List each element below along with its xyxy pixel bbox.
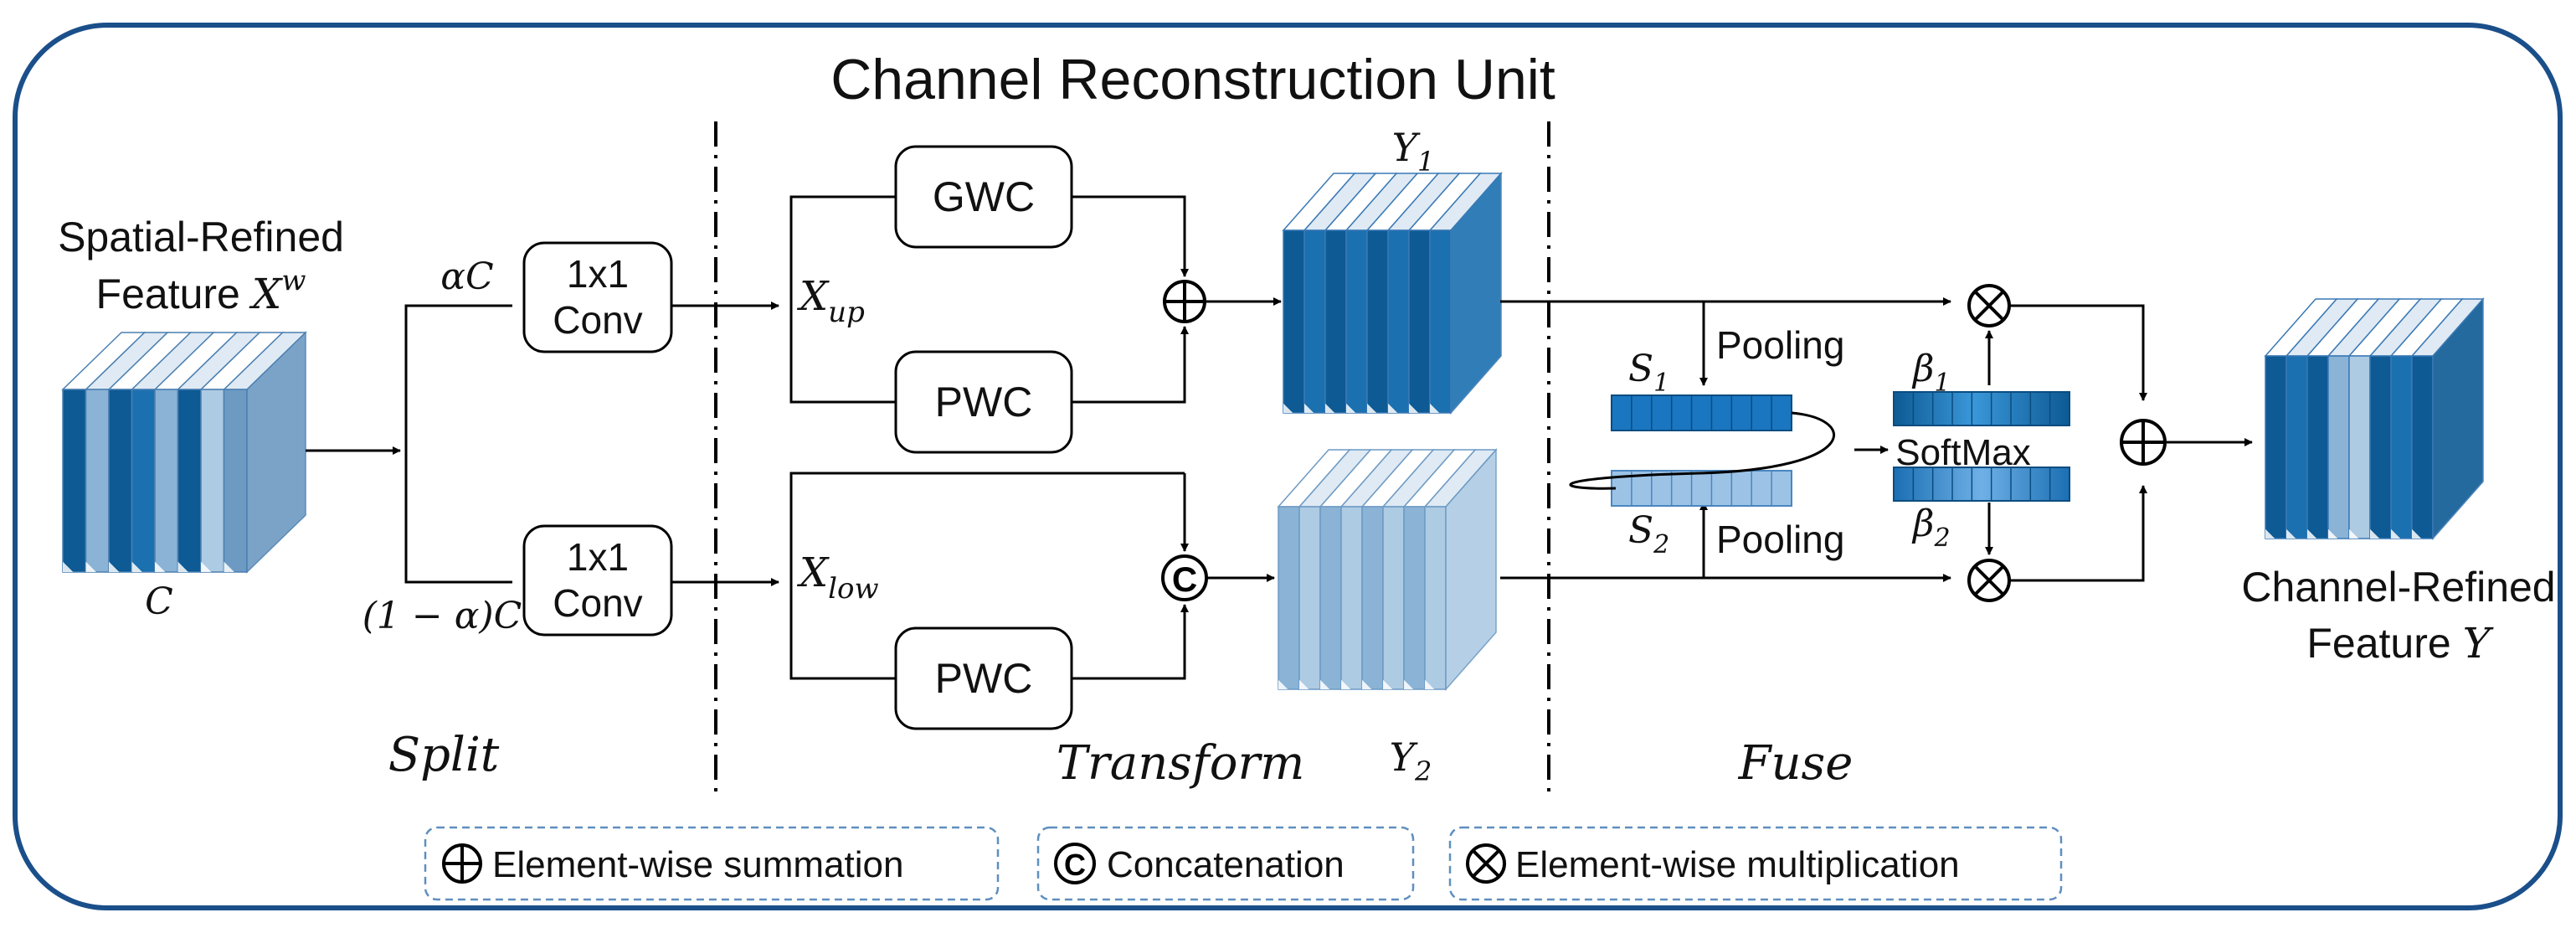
pwc-lower-label: PWC <box>935 655 1033 702</box>
section-label-transform: Transform <box>1057 736 1305 791</box>
upper-branch-wire <box>789 195 896 404</box>
pwc-to-concat-wire <box>1072 604 1189 680</box>
gwc-label: GWC <box>933 173 1035 220</box>
legend-box-concatenation <box>1036 826 1415 901</box>
x-up-label: Xup <box>796 273 865 329</box>
sum-symbol-upper <box>1163 280 1206 323</box>
conv-lower-line2: Conv <box>553 581 642 625</box>
conv-lower-line1: 1x1 <box>567 535 629 579</box>
softmax-label: SoftMax <box>1895 432 2030 473</box>
legend-box-multiplication <box>1448 826 2063 901</box>
y2-feature-cube <box>1277 448 1498 691</box>
y2-label: Y2 <box>1390 735 1432 787</box>
beta2-label: β2 <box>1911 503 1951 553</box>
legend-multiplication-label: Element-wise multiplication <box>1515 844 1960 885</box>
gwc-to-sum-wire <box>1072 195 1189 277</box>
legend-box-summation <box>424 826 1000 901</box>
svg-text:C: C <box>1172 559 1197 599</box>
svg-text:C: C <box>1064 848 1086 882</box>
input-label-line1: Spatial-Refined <box>58 214 344 260</box>
beta1-vector <box>1893 391 2070 426</box>
output-label-line2: Feature Y <box>2306 619 2493 668</box>
concat-symbol: C <box>1161 554 1208 601</box>
legend: Element-wise summation C Concatenation E… <box>424 826 2063 901</box>
s1-s2-link-curve <box>1569 411 1835 490</box>
input-channels-label: C <box>145 580 173 623</box>
conv-box-upper <box>522 241 673 353</box>
y1-feature-cube <box>1282 172 1503 415</box>
pwc-to-sum-wire <box>1072 326 1189 404</box>
section-label-split: Split <box>388 728 500 782</box>
input-label-line2: Feature Xw <box>96 264 306 318</box>
legend-summation-icon <box>442 843 482 884</box>
beta1-label: β1 <box>1911 348 1951 398</box>
mult-lower-to-sum <box>2009 485 2147 582</box>
beta2-vector <box>1893 467 2070 502</box>
conv-upper-line2: Conv <box>553 298 642 342</box>
legend-concatenation-label: Concatenation <box>1107 844 1345 885</box>
split-branch <box>404 304 512 584</box>
s2-label: S2 <box>1628 509 1669 559</box>
input-feature-cube <box>61 331 307 574</box>
output-label-line1: Channel-Refined <box>2241 564 2555 611</box>
legend-summation-label: Element-wise summation <box>492 844 904 885</box>
pwc-upper-label: PWC <box>935 379 1033 425</box>
s1-label: S1 <box>1628 348 1669 398</box>
mult-symbol-lower <box>1967 559 2011 602</box>
conv-box-lower <box>522 524 673 637</box>
page-title: Channel Reconstruction Unit <box>830 48 1555 111</box>
mult-symbol-upper <box>1967 284 2011 327</box>
legend-concatenation-icon: C <box>1054 843 1096 884</box>
section-label-fuse: Fuse <box>1738 736 1854 791</box>
sum-symbol-final <box>2120 419 2167 466</box>
lower-ratio-label: (1 − α)C <box>362 595 522 637</box>
upper-ratio-label: αC <box>440 255 493 298</box>
output-feature-cube <box>2264 297 2485 540</box>
s1-vector <box>1611 394 1792 431</box>
mult-upper-to-sum <box>2009 304 2147 401</box>
x-low-label: Xlow <box>796 549 879 606</box>
conv-upper-line1: 1x1 <box>567 252 629 296</box>
pooling-lower-label: Pooling <box>1716 518 1844 561</box>
lower-branch-wire <box>789 472 1185 680</box>
legend-multiplication-icon <box>1466 843 1506 884</box>
y1-label: Y1 <box>1392 125 1435 178</box>
pooling-upper-label: Pooling <box>1716 323 1844 367</box>
